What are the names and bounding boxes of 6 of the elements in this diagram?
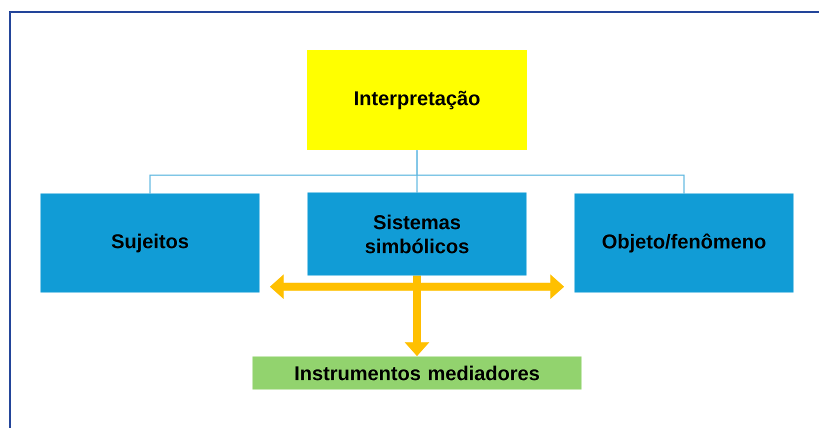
box: Sistemas simbólicos	[308, 192, 526, 276]
box: Instrumentos mediadores	[252, 356, 582, 390]
box: Objeto/fenômeno	[574, 194, 794, 292]
connector-line	[416, 150, 685, 194]
box: Interpretação	[307, 50, 527, 150]
box: Sujeitos	[40, 194, 260, 292]
